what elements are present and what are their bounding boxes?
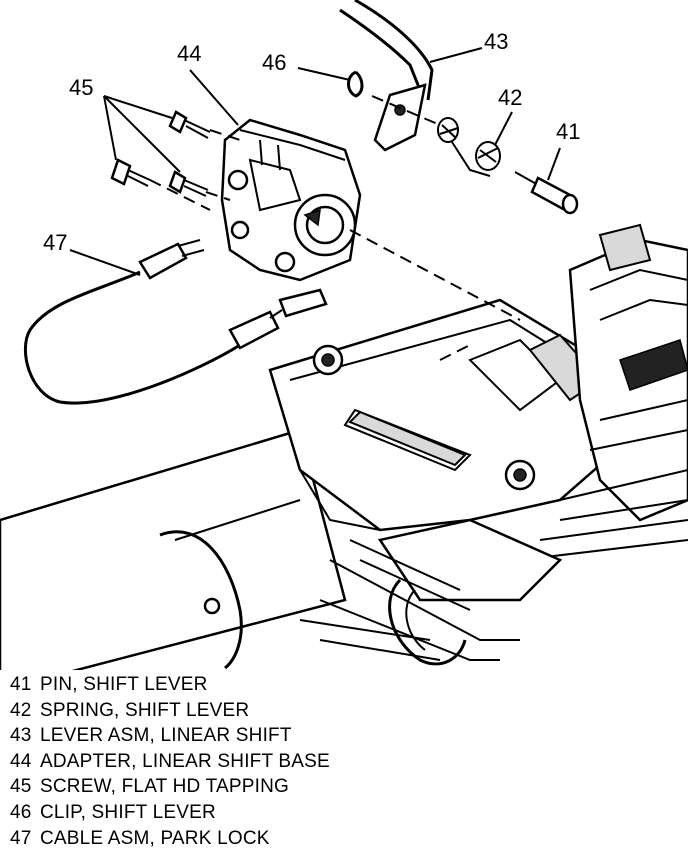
callout-47: 47 [43, 230, 68, 255]
legend-item: 45 SCREW, FLAT HD TAPPING [10, 774, 330, 800]
legend-item: 46 CLIP, SHIFT LEVER [10, 800, 330, 826]
callout-41: 41 [556, 119, 581, 144]
lower-bracket [299, 518, 563, 666]
legend-item-number: 41 [10, 674, 32, 695]
exploded-view-diagram: 44 45 46 43 42 41 47 [0, 0, 688, 692]
callout-42: 42 [498, 85, 523, 110]
diagram-drawing [0, 0, 688, 692]
callout-45: 45 [69, 75, 94, 100]
legend-item: 42 SPRING, SHIFT LEVER [10, 698, 330, 724]
legend-item-number: 44 [10, 750, 32, 772]
parts-legend: 41 PIN, SHIFT LEVER 42 SPRING, SHIFT LEVER… [10, 672, 330, 851]
legend-item-text: PIN, SHIFT LEVER [40, 674, 208, 695]
legend-item-text: CABLE ASM, PARK LOCK [40, 827, 270, 849]
linear-shift-lever-part-43 [339, 0, 434, 152]
legend-item-number: 45 [10, 776, 32, 798]
callout-46: 46 [262, 50, 287, 75]
flat-head-screws-part-45 [110, 110, 241, 211]
legend-item-text: CLIP, SHIFT LEVER [40, 801, 216, 823]
steering-column-tube [0, 428, 347, 692]
legend-item: 43 LEVER ASM, LINEAR SHIFT [10, 723, 330, 749]
legend-item-text: LEVER ASM, LINEAR SHIFT [40, 725, 292, 747]
alignment-centerline [349, 229, 521, 321]
legend-item-text: SPRING, SHIFT LEVER [40, 699, 250, 721]
shift-lever-clip-part-46 [347, 70, 441, 126]
park-lock-cable-part-47 [23, 239, 328, 405]
callout-43: 43 [484, 29, 509, 54]
legend-item-text: ADAPTER, LINEAR SHIFT BASE [40, 750, 330, 772]
alignment-centerline-short [439, 344, 471, 361]
legend-item: 41 PIN, SHIFT LEVER [10, 672, 330, 698]
legend-item-number: 46 [10, 801, 32, 823]
legend-item-number: 43 [10, 725, 32, 747]
legend-item: 44 ADAPTER, LINEAR SHIFT BASE [10, 749, 330, 775]
legend-item-number: 47 [10, 827, 32, 849]
lock-mechanism [519, 223, 688, 561]
callout-44: 44 [177, 41, 202, 66]
leader-lines [69, 47, 561, 276]
legend-item: 47 CABLE ASM, PARK LOCK [10, 826, 330, 852]
legend-item-number: 42 [10, 699, 32, 721]
linear-shift-base-adapter-part-44 [220, 118, 362, 282]
shift-lever-spring-part-42 [437, 117, 501, 177]
shift-lever-pin-part-41 [514, 171, 579, 215]
legend-item-text: SCREW, FLAT HD TAPPING [40, 776, 289, 798]
